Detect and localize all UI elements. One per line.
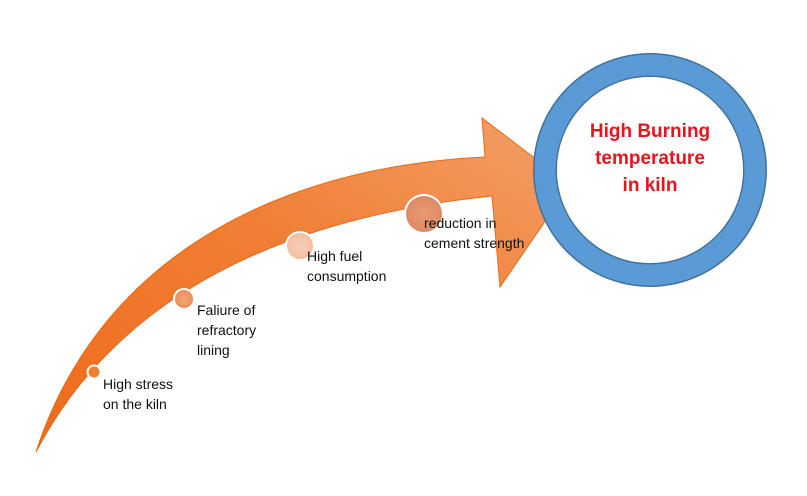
step-label-2-line-2: refractory — [197, 322, 257, 338]
step-label-1-line-1: High stress — [103, 376, 174, 392]
step-marker-1 — [86, 364, 102, 380]
step-label-3-line-1: High fuel — [307, 248, 363, 264]
step-label-2: Faliure of refractory lining — [197, 300, 256, 360]
step-label-1-line-2: on the kiln — [103, 396, 167, 412]
step-label-2-line-1: Faliure of — [197, 302, 256, 318]
step-label-3-line-2: consumption — [307, 268, 387, 284]
step-marker-4 — [404, 194, 444, 234]
target-ring-fill — [534, 54, 766, 286]
step-label-2-line-3: lining — [197, 342, 230, 358]
step-marker-3 — [285, 231, 315, 261]
target-title: High Burning temperature in kiln — [565, 118, 735, 199]
step-label-4-line-1: reduction in — [424, 215, 497, 231]
step-label-4: reduction in cement strength — [424, 213, 524, 253]
step-label-3: High fuel consumption — [307, 246, 386, 286]
target-inner — [557, 77, 743, 263]
step-label-1: High stress on the kiln — [103, 374, 173, 414]
target-title-line-2: temperature — [595, 148, 705, 169]
step-marker-2 — [173, 288, 195, 310]
step-label-4-line-2: cement strength — [424, 235, 525, 251]
target-title-line-3: in kiln — [622, 175, 678, 196]
target-title-line-1: High Burning — [589, 121, 711, 142]
